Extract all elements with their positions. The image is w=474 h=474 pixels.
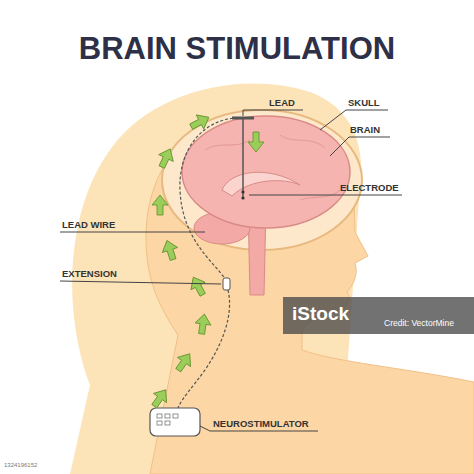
- watermark-credit: Credit: VectorMine: [384, 318, 454, 328]
- signal-arrow: [248, 132, 264, 152]
- watermark-text: iStock: [292, 302, 349, 325]
- signal-arrow: [172, 349, 197, 375]
- device-detail: [165, 421, 170, 425]
- leader-line: [60, 232, 205, 233]
- part-label: ELECTRODE: [340, 182, 399, 193]
- extension-connector: [223, 278, 230, 290]
- device-detail: [165, 414, 170, 418]
- lead-wire: [180, 118, 243, 280]
- signal-arrow: [194, 313, 213, 335]
- signal-arrow: [152, 195, 168, 215]
- leader-line: [60, 281, 221, 284]
- brain-fold: [205, 135, 340, 200]
- signal-arrow: [186, 273, 210, 298]
- part-label: SKULL: [348, 97, 380, 108]
- part-label: EXTENSION: [62, 268, 117, 279]
- leader-line: [330, 137, 390, 156]
- image-id: 1324196152: [4, 462, 37, 469]
- watermark-banner: [283, 297, 474, 334]
- brain-inner: [222, 172, 300, 196]
- electrode-dot: [241, 190, 244, 193]
- signal-arrow: [159, 238, 180, 262]
- signal-arrow: [148, 385, 173, 411]
- lead-shaft: [242, 118, 244, 198]
- part-label: LEAD WIRE: [62, 219, 115, 230]
- part-label: NEUROSTIMULATOR: [213, 418, 309, 429]
- device-detail: [157, 421, 162, 425]
- leader-line: [249, 195, 402, 196]
- head-body-shape: [146, 113, 474, 474]
- part-label: LEAD: [269, 97, 295, 108]
- brain-shape: [182, 116, 350, 228]
- leader-line: [243, 110, 303, 116]
- electrode-dot: [241, 196, 244, 199]
- device-detail: [157, 414, 162, 418]
- device-detail: [173, 414, 178, 418]
- extension-wire: [178, 290, 230, 408]
- signal-arrow: [187, 110, 212, 134]
- signal-arrow: [155, 146, 178, 171]
- neurostimulator-device: [150, 408, 200, 436]
- diagram-title: BRAIN STIMULATION: [0, 30, 474, 68]
- part-label: BRAIN: [350, 124, 380, 135]
